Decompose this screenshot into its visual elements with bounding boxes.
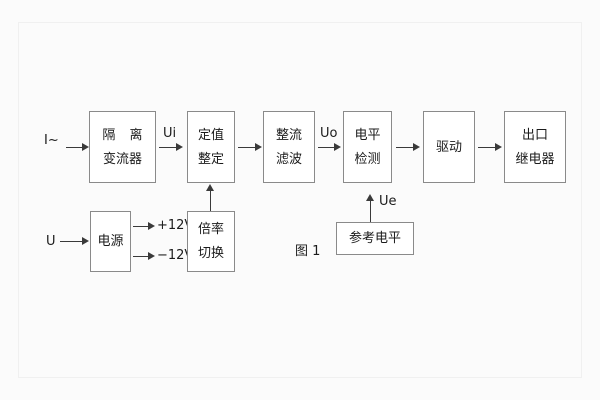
voltage-input-label: U (46, 234, 56, 249)
block-isolation-transformer[interactable]: 隔 离 变流器 (89, 111, 156, 183)
connector-voltage-to-power (60, 241, 83, 242)
arrowhead-current-to-isolation (82, 142, 89, 151)
block-output-relay-line1: 出口 (521, 127, 548, 143)
block-output-relay-line2: 继电器 (515, 151, 555, 167)
block-output-relay[interactable]: 出口 继电器 (504, 111, 566, 183)
arrowhead-level-to-drive (413, 142, 420, 151)
block-reference-level[interactable]: 参考电平 (336, 222, 414, 255)
block-drive[interactable]: 驱动 (423, 111, 475, 183)
connector-isolation-to-setting (159, 147, 178, 148)
arrowhead-drive-to-relay (495, 142, 502, 151)
block-rectify-filter[interactable]: 整流 滤波 (263, 111, 315, 183)
connector-rail-negative (133, 256, 150, 257)
block-level-detect[interactable]: 电平 检测 (343, 111, 392, 183)
block-power-supply-line1: 电源 (97, 234, 124, 249)
block-drive-line1: 驱动 (435, 139, 462, 155)
block-setting-adjust-line1: 定值 (197, 127, 224, 143)
arrowhead-rectify-to-level (334, 142, 341, 151)
ue-label: Ue (379, 194, 397, 209)
connector-level-to-drive (396, 147, 415, 148)
arrowhead-setting-to-rectify (255, 142, 262, 151)
block-multiplier-switch-line2: 切换 (197, 246, 224, 261)
current-input-label: I~ (44, 133, 59, 148)
block-power-supply[interactable]: 电源 (90, 211, 131, 272)
block-isolation-transformer-line2: 变流器 (102, 151, 142, 167)
connector-current-to-isolation (66, 147, 83, 148)
block-multiplier-switch[interactable]: 倍率 切换 (187, 211, 235, 272)
block-isolation-transformer-line1: 隔 离 (102, 127, 148, 143)
connector-multiplier-to-setting (210, 190, 211, 211)
connector-reference-to-level (370, 200, 371, 222)
diagram-frame (18, 22, 582, 378)
block-setting-adjust-line2: 整定 (197, 151, 224, 167)
arrowhead-voltage-to-power (82, 236, 89, 245)
arrowhead-rail-positive (148, 221, 155, 230)
block-rectify-filter-line1: 整流 (275, 127, 302, 143)
block-level-detect-line1: 电平 (354, 127, 381, 143)
block-reference-level-line1: 参考电平 (348, 231, 401, 246)
arrowhead-isolation-to-setting (176, 142, 183, 151)
block-level-detect-line2: 检测 (354, 151, 381, 167)
connector-drive-to-relay (478, 147, 497, 148)
arrowhead-reference-to-level (366, 194, 374, 201)
arrowhead-rail-negative (148, 251, 155, 260)
rail-negative-label: −12V (157, 248, 194, 263)
arrowhead-multiplier-to-setting (206, 184, 214, 191)
figure-caption: 图 1 (295, 244, 321, 259)
connector-rail-positive (133, 226, 150, 227)
connector-setting-to-rectify (238, 147, 257, 148)
block-setting-adjust[interactable]: 定值 整定 (187, 111, 235, 183)
ui-label: Ui (163, 126, 177, 141)
block-rectify-filter-line2: 滤波 (275, 151, 302, 167)
block-multiplier-switch-line1: 倍率 (197, 222, 224, 237)
rail-positive-label: +12V (157, 218, 194, 233)
uo-label: Uo (320, 126, 338, 141)
connector-rectify-to-level (318, 147, 336, 148)
